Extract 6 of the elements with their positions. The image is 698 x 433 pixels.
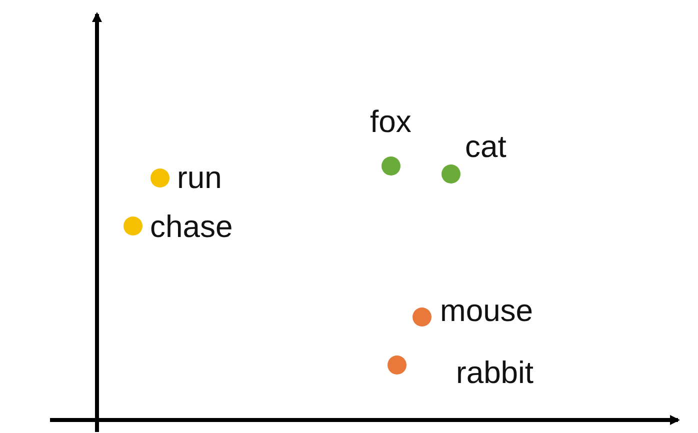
point-label: chase xyxy=(150,210,233,244)
point-label: mouse xyxy=(440,294,534,328)
point-label: run xyxy=(177,161,222,195)
point-label: fox xyxy=(370,105,412,139)
point-label: cat xyxy=(465,130,506,164)
point-label: rabbit xyxy=(456,356,534,390)
